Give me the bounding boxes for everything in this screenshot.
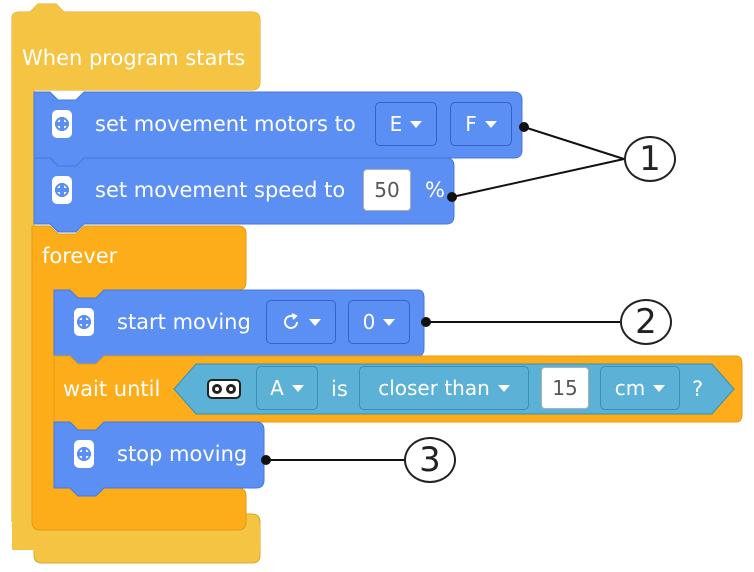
motor-right-dropdown[interactable]: F [450, 102, 512, 146]
caret-down-icon [653, 384, 666, 392]
motor-right-value: F [465, 112, 477, 136]
distance-sensor-icon [207, 377, 241, 401]
hub-icon [52, 110, 72, 138]
distance-input[interactable]: 15 [541, 367, 589, 409]
unit-value: cm [614, 376, 646, 400]
hub-icon [74, 308, 94, 336]
caret-down-icon [410, 120, 423, 128]
motor-left-dropdown[interactable]: E [375, 102, 437, 146]
stop-moving-block [53, 421, 265, 497]
set-motors-label: set movement motors to [95, 112, 356, 136]
port-value: A [270, 376, 284, 400]
motor-left-value: E [389, 112, 403, 136]
caret-down-icon [383, 318, 396, 326]
hub-icon [74, 440, 94, 468]
wait-until-label: wait until [63, 377, 161, 401]
question-mark: ? [692, 377, 704, 401]
steering-value: 0 [362, 310, 376, 334]
set-speed-label: set movement speed to [95, 178, 346, 202]
forever-label: forever [42, 244, 118, 268]
speed-input[interactable]: 50 [363, 169, 411, 211]
direction-dropdown[interactable] [266, 300, 336, 344]
callout-1: 1 [624, 136, 676, 182]
port-dropdown[interactable]: A [256, 366, 318, 410]
set-movement-speed-block [33, 157, 455, 233]
callout-2: 2 [620, 299, 672, 345]
caret-down-icon [497, 384, 510, 392]
start-moving-label: start moving [117, 310, 251, 334]
callout-3: 3 [404, 437, 456, 483]
is-label: is [331, 377, 348, 401]
hat-label: When program starts [22, 46, 246, 70]
caret-down-icon [309, 318, 321, 326]
caret-down-icon [484, 120, 497, 128]
unit-dropdown[interactable]: cm [600, 366, 680, 410]
comparison-dropdown[interactable]: closer than [359, 366, 529, 410]
hub-icon [52, 176, 72, 204]
steering-value-dropdown[interactable]: 0 [348, 300, 410, 344]
speed-unit: % [425, 178, 445, 202]
stop-moving-label: stop moving [117, 442, 248, 466]
rotate-clockwise-icon [284, 313, 298, 329]
comparison-value: closer than [378, 376, 490, 400]
caret-down-icon [291, 384, 304, 392]
